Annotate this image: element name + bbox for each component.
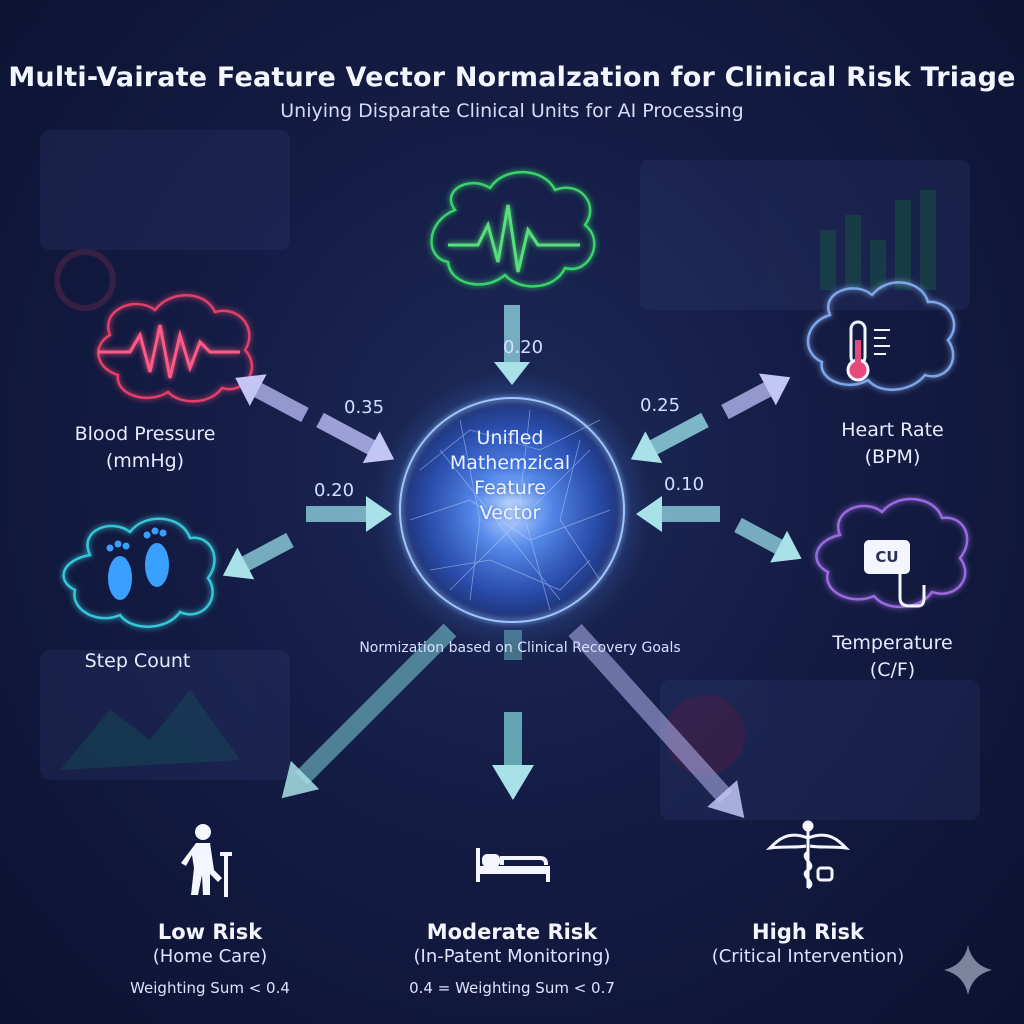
arrow-upper-left-in [316,412,395,464]
arrow-to-moderate-risk [492,630,534,800]
arrow-to-low-risk [281,623,457,799]
arrow-to-blood-pressure [235,374,309,423]
bed-icon [476,848,550,882]
normalization-note: Normization based on Clinical Recovery G… [359,640,681,656]
high-risk-subtitle: (Critical Intervention) [711,946,905,967]
weight-upper-right: 0.25 [640,395,681,416]
input-arrows [306,305,720,532]
background-panels [40,130,980,820]
blood-pressure-label: Blood Pressure (mmHg) [50,421,240,475]
weight-top: 0.20 [503,337,544,358]
weight-left: 0.20 [314,480,355,501]
feature-vector-sphere [372,370,652,650]
monitor-icon-text: CU [875,548,899,566]
ecg-icon [430,170,596,288]
blood-pressure-unit: (mmHg) [105,450,185,472]
walking-aid-icon [181,824,232,897]
core-label: Unifled Mathemzical Feature Vector [420,426,600,526]
core-label-line: Unifled [476,427,544,449]
heart-rate-name: Heart Rate [841,419,944,441]
arrow-to-step-count [222,532,294,580]
core-label-line: Feature [474,477,546,499]
low-risk-title: Low Risk [157,920,263,944]
arrow-upper-right-in [630,412,709,464]
step-count-label: Step Count [84,650,191,672]
core-label-line: Vector [479,502,541,524]
heart-rate-label: Heart Rate (BPM) [800,417,985,471]
arrow-top-in [494,305,530,385]
blood-pressure-name: Blood Pressure [74,423,216,445]
waveform-icon [97,294,253,403]
temperature-unit: (C/F) [869,659,916,681]
monitor-icon [815,497,969,609]
feedback-arrows [222,373,802,580]
arrow-to-high-risk [568,623,745,819]
weight-upper-left: 0.35 [344,397,385,418]
moderate-risk-rule: 0.4 = Weighting Sum < 0.7 [409,979,615,997]
sparkle-icon [944,945,992,995]
thermometer-icon [806,281,956,391]
high-risk-title: High Risk [752,920,864,944]
moderate-risk-subtitle: (In-Patent Monitoring) [413,946,611,967]
temperature-label: Temperature (C/F) [805,630,980,684]
caduceus-icon [765,820,851,890]
arrow-left-in [306,496,392,532]
weight-right: 0.10 [664,474,705,495]
arrow-to-heart-rate [721,373,791,420]
page-subtitle: Uniying Disparate Clinical Units for AI … [280,100,744,122]
risk-arrows [281,623,745,819]
core-label-line: Mathemzical [449,452,571,474]
page-title: Multi-Vairate Feature Vector Normalzatio… [8,62,1016,93]
moderate-risk-title: Moderate Risk [426,920,598,944]
arrow-right-in [636,496,720,532]
temperature-name: Temperature [832,632,953,654]
heart-rate-unit: (BPM) [864,446,921,468]
low-risk-rule: Weighting Sum < 0.4 [130,979,290,997]
low-risk-subtitle: (Home Care) [152,946,268,967]
arrow-to-temperature [734,517,802,563]
footprints-icon [62,517,216,628]
